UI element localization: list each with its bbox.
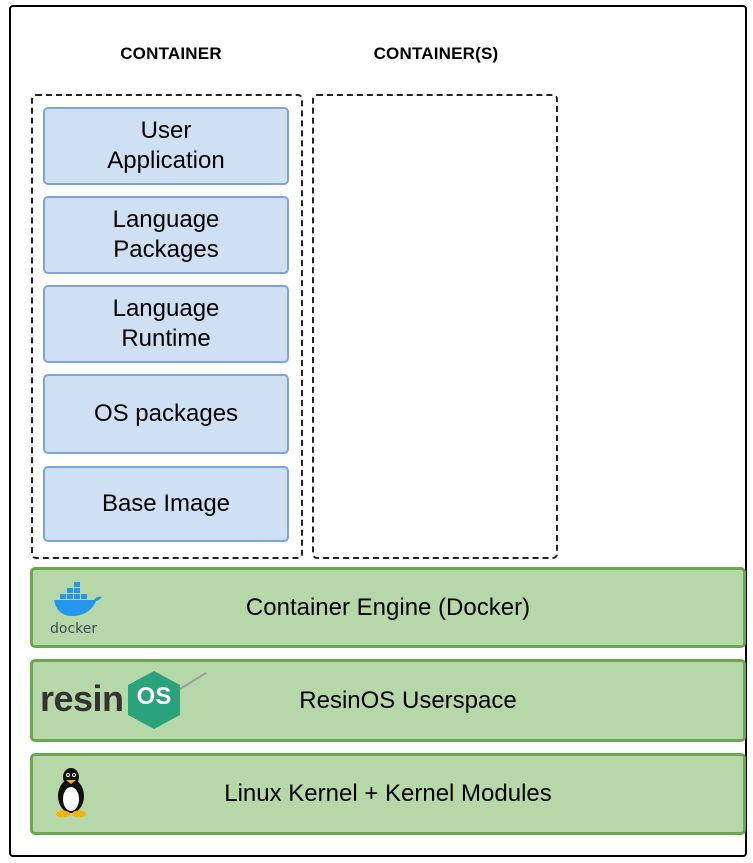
docker-logo-text: docker [50, 621, 98, 637]
linux-kernel-label: Linux Kernel + Kernel Modules [224, 780, 552, 807]
diagram-frame [9, 5, 747, 857]
os-packages-layer: OS packages [43, 374, 289, 454]
resinos-userspace-label: ResinOS Userspace [299, 686, 517, 714]
language-runtime-layer: Language Runtime [43, 285, 289, 363]
containers-column-title: CONTAINER(S) [373, 44, 499, 63]
os-logo-text: OS [136, 683, 172, 710]
resin-logo-text: resin [40, 678, 124, 719]
language-packages-layer: Language Packages [43, 196, 289, 274]
tux-penguin-icon [56, 768, 86, 818]
user-application-layer: User Application [43, 107, 289, 185]
base-image-layer: Base Image [43, 466, 289, 542]
linux-kernel-layer: Linux Kernel + Kernel Modules [30, 753, 746, 835]
container-engine-layer: Container Engine (Docker) [30, 567, 746, 648]
resin-os-logo-icon [128, 671, 207, 729]
container-engine-label: Container Engine (Docker) [245, 593, 531, 621]
containers-box [312, 94, 558, 559]
container-column-title: CONTAINER [120, 44, 222, 63]
docker-whale-icon [54, 582, 102, 616]
container-box [31, 94, 303, 559]
